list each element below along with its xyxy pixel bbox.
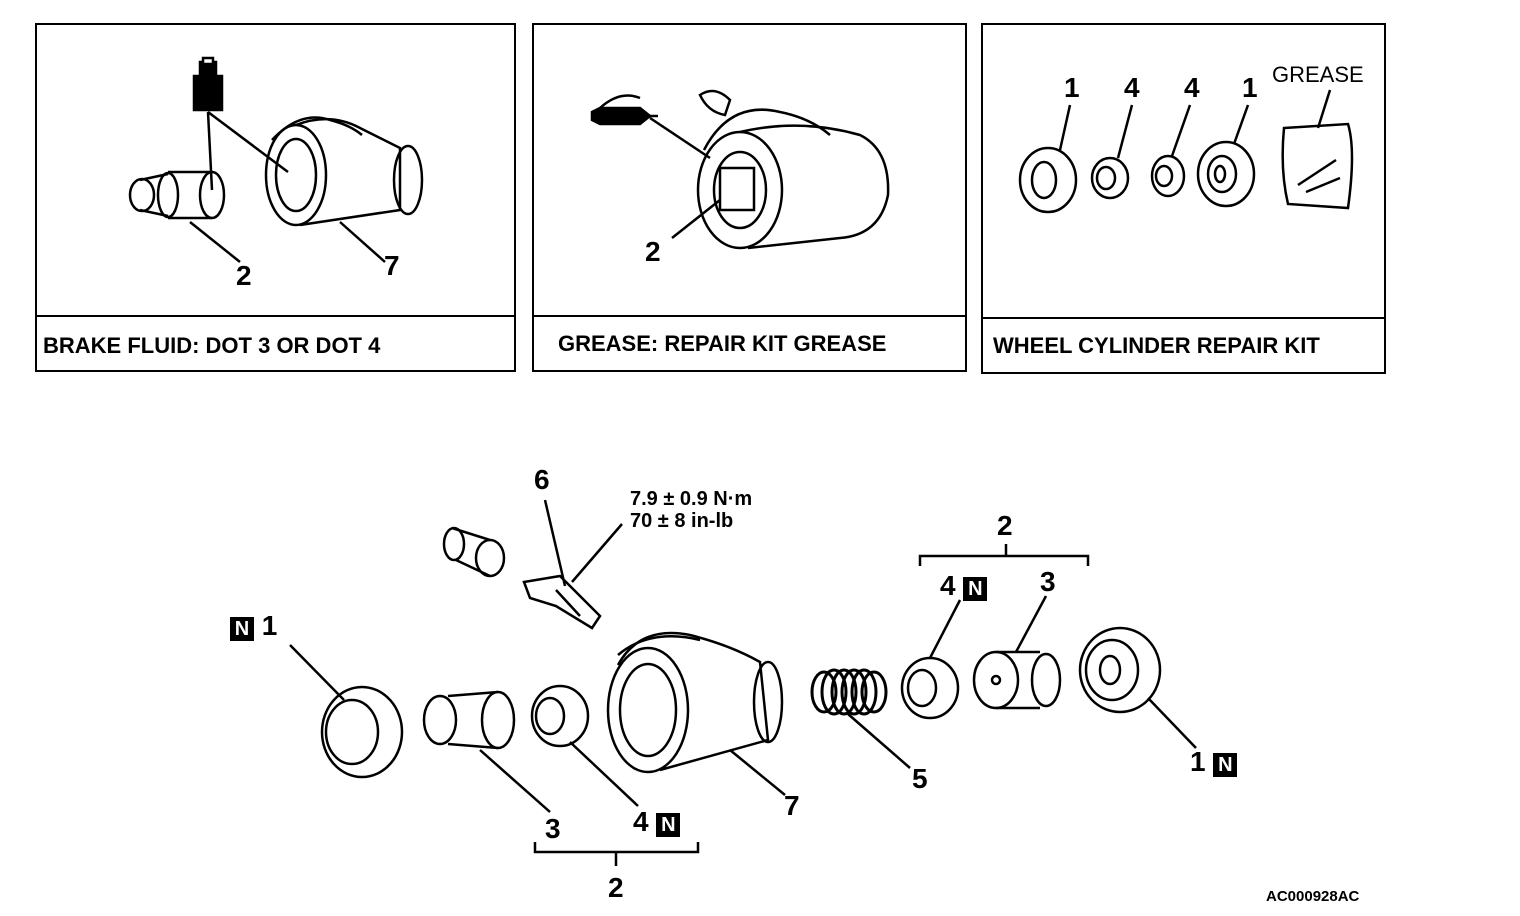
panel-divider	[534, 315, 965, 317]
leader-line	[729, 749, 786, 796]
leader-line	[1014, 595, 1048, 653]
torque-metric: 7.9 ± 0.9 N·m	[630, 488, 753, 510]
piston-assembly-panel1	[128, 170, 226, 220]
grease-label: GREASE	[1272, 62, 1364, 87]
panel-divider	[983, 317, 1384, 319]
leader-line	[339, 221, 386, 263]
callout-number: 1	[261, 610, 278, 641]
leader-line	[847, 713, 911, 769]
callout-number: 3	[545, 813, 561, 844]
leader-line	[1170, 104, 1192, 157]
leader-line	[1116, 104, 1134, 159]
leader-line	[1316, 89, 1332, 129]
bleeder-cap	[442, 526, 506, 578]
callout-number: 1	[1242, 72, 1258, 103]
callout-number: 1	[1064, 72, 1080, 103]
callout-number: 5	[912, 763, 928, 794]
callout-number: 4	[1184, 72, 1200, 103]
callout-cup-left: 4 N	[633, 806, 681, 837]
new-part-badge: N	[1213, 753, 1238, 777]
bleeder-screw	[522, 574, 602, 630]
cup-left	[530, 684, 590, 748]
leader-line	[289, 644, 345, 701]
leader-line	[207, 111, 289, 173]
callout-number: 2	[608, 872, 624, 903]
leader-line	[1058, 104, 1072, 151]
callout-number: 2	[997, 510, 1013, 541]
new-part-badge: N	[656, 813, 681, 837]
callout-boot-left: N 1	[230, 612, 277, 641]
callout-number: 4	[1124, 72, 1140, 103]
panel-brake-fluid: BRAKE FLUID: DOT 3 OR DOT 4	[35, 23, 516, 372]
bracket-right	[918, 544, 1090, 566]
callout-cup-right: 4 N	[940, 570, 988, 601]
callout-number: 4	[633, 806, 649, 837]
bracket-left	[533, 842, 700, 866]
leader-line	[1147, 697, 1197, 749]
leader-line	[928, 599, 962, 659]
callout-number: 3	[1040, 566, 1056, 597]
new-part-badge: N	[230, 617, 254, 641]
new-part-badge: N	[963, 577, 988, 601]
callout-number: 7	[784, 790, 800, 821]
leader-line	[543, 499, 567, 587]
cylinder-body-panel2	[696, 89, 890, 250]
panel-repair-kit: WHEEL CYLINDER REPAIR KIT	[981, 23, 1386, 374]
callout-number: 6	[534, 464, 550, 495]
callout-number: 2	[236, 260, 252, 291]
piston-right	[972, 650, 1062, 710]
callout-number: 7	[384, 250, 400, 281]
grease-tube-icon	[590, 94, 658, 126]
cylinder-body-panel1	[264, 116, 424, 227]
callout-number: 4	[940, 570, 956, 601]
cup-right	[900, 656, 960, 720]
figure-code: AC000928AC	[1266, 888, 1360, 905]
leader-line	[1232, 104, 1250, 145]
callout-number: 2	[645, 236, 661, 267]
leader-line	[189, 221, 241, 263]
spring	[810, 668, 888, 716]
callout-number: 1	[1190, 746, 1206, 777]
leader-line	[569, 741, 639, 807]
panel-caption: WHEEL CYLINDER REPAIR KIT	[993, 333, 1320, 358]
grease-packet-icon	[1281, 122, 1354, 210]
torque-imperial: 70 ± 8 in-lb	[630, 510, 734, 532]
leader-line	[206, 111, 214, 191]
leader-line	[571, 523, 623, 583]
piston-left	[422, 690, 516, 750]
leader-line	[479, 749, 551, 813]
panel-caption: GREASE: REPAIR KIT GREASE	[558, 331, 887, 356]
panel-grease: GREASE: REPAIR KIT GREASE	[532, 23, 967, 372]
panel-caption: BRAKE FLUID: DOT 3 OR DOT 4	[43, 333, 381, 358]
panel-divider	[37, 315, 514, 317]
boot-left	[320, 685, 404, 779]
brake-fluid-bottle	[192, 56, 224, 112]
cylinder-body	[606, 631, 784, 774]
boot-right	[1078, 626, 1162, 714]
torque-spec: 7.9 ± 0.9 N·m 70 ± 8 in-lb	[630, 488, 752, 532]
leader-line	[671, 199, 721, 239]
repair-kit-parts	[1018, 140, 1256, 214]
leader-line	[649, 116, 711, 160]
callout-boot-right: 1 N	[1190, 746, 1238, 777]
